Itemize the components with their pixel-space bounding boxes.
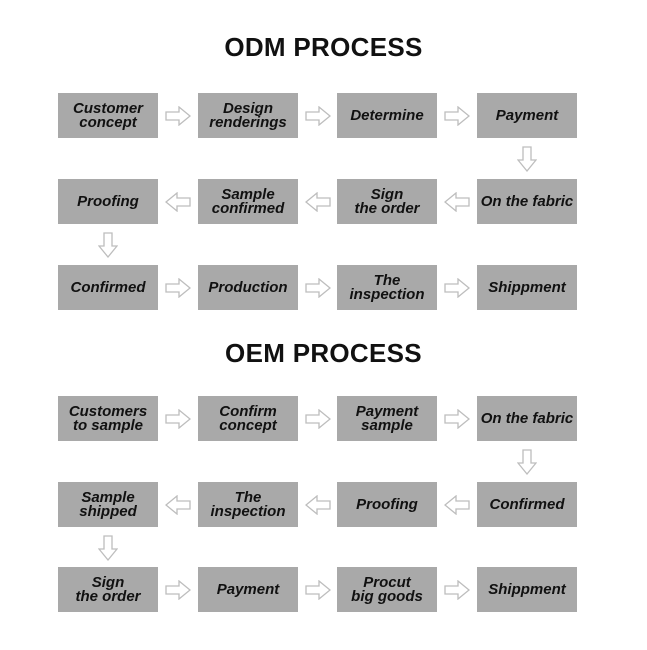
arrow-left-icon [444,494,470,515]
odm-step-label: Shippment [488,278,566,296]
oem-process-title: OEM PROCESS [225,338,422,368]
odm-step-box: Confirmed [58,265,158,310]
odm-step-box: Proofing [58,179,158,224]
arrow-left-icon [165,191,191,212]
oem-step-box: On the fabric [477,396,577,441]
arrow-right-icon [165,579,191,600]
oem-step-box: Customers to sample [58,396,158,441]
arrow-right-icon [444,105,470,126]
odm-step-label: Confirmed [70,278,146,296]
odm-step-label: Sample confirmed [211,185,285,217]
oem-step-label: The inspection [210,488,286,520]
odm-step-box: Shippment [477,265,577,310]
oem-step-box: Payment [198,567,298,612]
oem-step-box: Sample shipped [58,482,158,527]
odm-step-label: Customer concept [72,99,143,131]
arrow-left-icon [305,494,331,515]
oem-step-label: Confirmed [489,495,565,513]
oem-step-label: Payment sample [355,402,419,434]
odm-step-box: The inspection [337,265,437,310]
oem-step-label: Confirm concept [219,402,277,434]
oem-step-label: Procut big goods [351,573,423,605]
oem-step-box: Confirm concept [198,396,298,441]
odm-step-box: Design renderings [198,93,298,138]
oem-step-box: Payment sample [337,396,437,441]
odm-step-label: Payment [495,106,559,124]
odm-process-title: ODM PROCESS [224,32,423,62]
arrow-right-icon [444,408,470,429]
oem-step-box: Confirmed [477,482,577,527]
oem-step-label: Proofing [356,495,418,513]
arrow-left-icon [305,191,331,212]
odm-step-label: Design renderings [209,99,287,131]
arrow-down-icon [98,232,118,258]
oem-step-box: Procut big goods [337,567,437,612]
oem-step-label: Sign the order [75,573,141,605]
odm-step-label: Sign the order [354,185,420,217]
oem-step-box: Proofing [337,482,437,527]
oem-step-box: Shippment [477,567,577,612]
arrow-right-icon [305,105,331,126]
odm-step-box: Sample confirmed [198,179,298,224]
arrow-right-icon [444,277,470,298]
odm-step-box: On the fabric [477,179,577,224]
odm-step-box: Payment [477,93,577,138]
arrow-right-icon [305,408,331,429]
oem-step-label: Sample shipped [79,488,137,520]
oem-step-box: The inspection [198,482,298,527]
arrow-down-icon [517,449,537,475]
odm-step-box: Sign the order [337,179,437,224]
arrow-right-icon [165,277,191,298]
odm-step-label: The inspection [349,271,425,303]
odm-step-label: Proofing [77,192,139,210]
arrow-down-icon [98,535,118,561]
oem-step-label: On the fabric [480,409,574,427]
odm-step-box: Customer concept [58,93,158,138]
arrow-left-icon [165,494,191,515]
oem-step-label: Payment [216,580,280,598]
arrow-left-icon [444,191,470,212]
arrow-down-icon [517,146,537,172]
odm-step-box: Production [198,265,298,310]
odm-step-box: Determine [337,93,437,138]
oem-step-label: Shippment [488,580,566,598]
arrow-right-icon [165,105,191,126]
arrow-right-icon [305,277,331,298]
arrow-right-icon [444,579,470,600]
arrow-right-icon [305,579,331,600]
odm-step-label: Determine [350,106,424,124]
odm-step-label: Production [208,278,288,296]
odm-step-label: On the fabric [480,192,574,210]
oem-step-box: Sign the order [58,567,158,612]
arrow-right-icon [165,408,191,429]
oem-step-label: Customers to sample [68,402,148,434]
